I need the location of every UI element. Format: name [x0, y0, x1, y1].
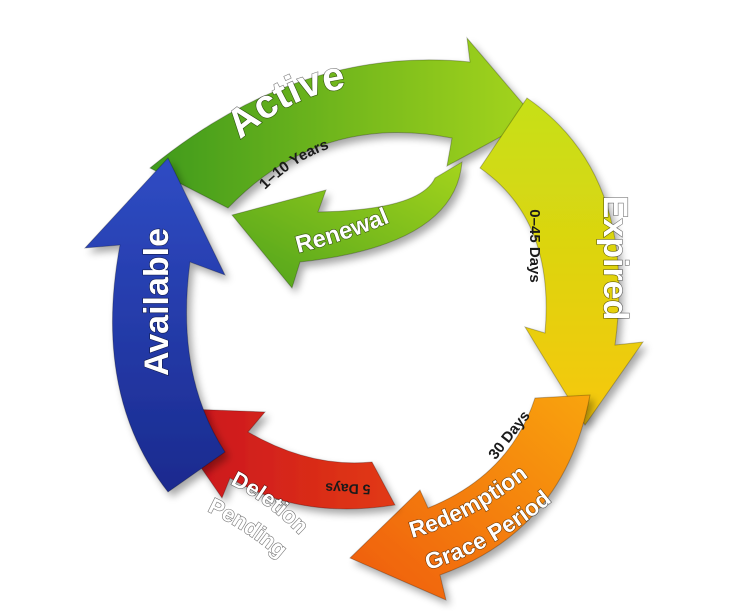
- expired-label: Expired: [596, 196, 634, 321]
- pending-duration-label: 5 Days: [325, 480, 371, 498]
- active-arrow: [149, 36, 536, 209]
- expired-duration-label: 0–45 Days: [526, 209, 543, 282]
- expired-arrow: [479, 97, 645, 426]
- renewal-arrow: [231, 161, 463, 290]
- available-arrow: [83, 157, 226, 493]
- available-label: Available: [138, 228, 176, 376]
- redemption-arrow: [349, 394, 591, 601]
